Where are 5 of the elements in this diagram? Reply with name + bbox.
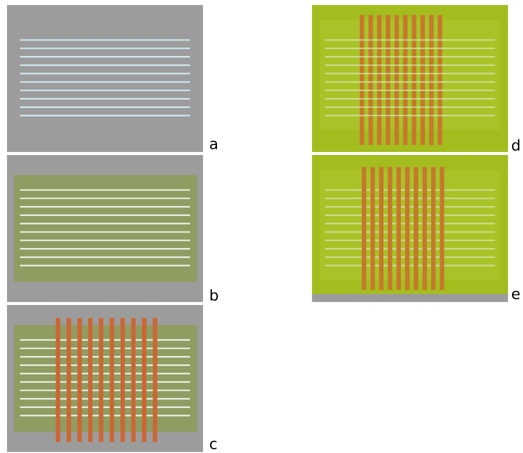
panel-label: a: [210, 140, 217, 150]
panel-label: d: [512, 139, 520, 151]
panel-label: c: [210, 440, 216, 450]
panel-label: b: [210, 289, 218, 301]
panel-label: e: [512, 290, 520, 300]
